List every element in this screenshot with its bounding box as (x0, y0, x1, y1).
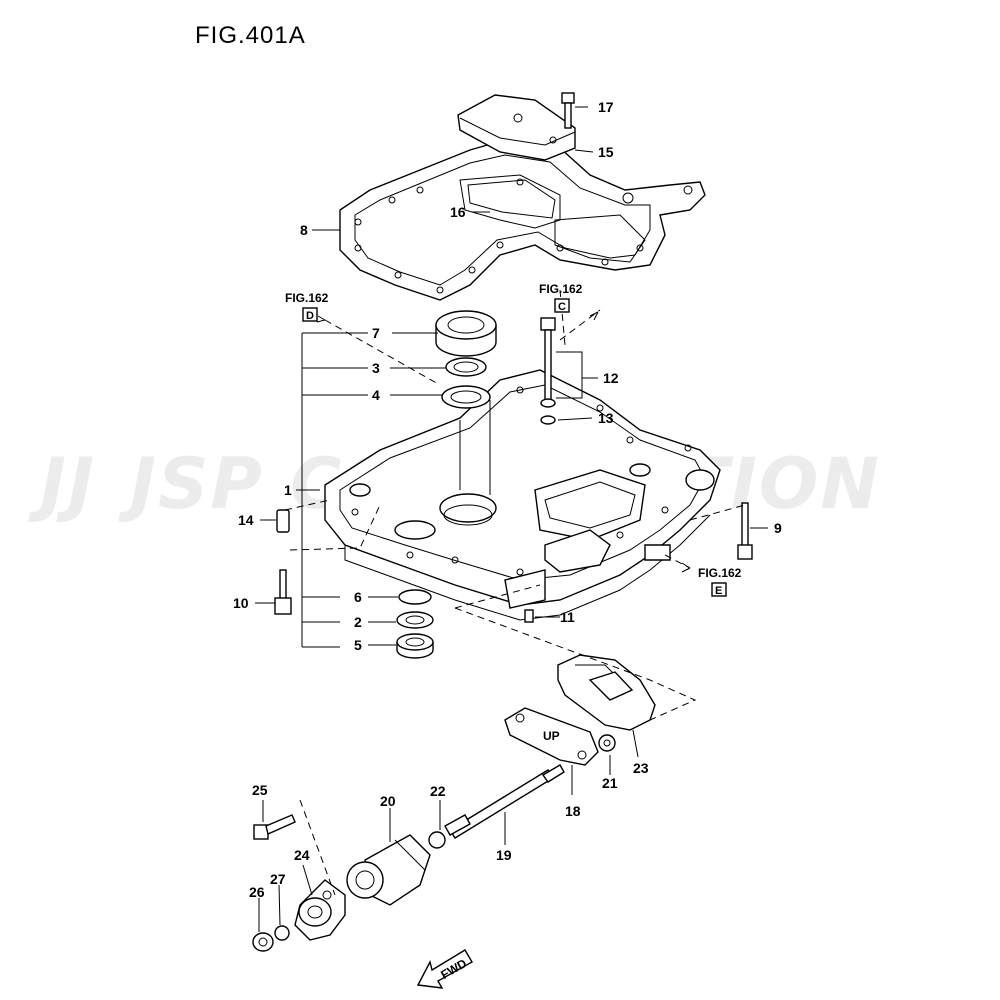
ref-e-box: E (715, 585, 722, 597)
leader-lines (255, 106, 768, 932)
bracket-part-23 (557, 654, 656, 731)
callout-2: 2 (354, 614, 362, 630)
ref-d-arrow (316, 315, 326, 323)
pin-part-11 (524, 609, 534, 623)
nut-part-26 (252, 932, 274, 952)
figure-title: FIG.401A (195, 22, 306, 49)
bolt-part-10 (274, 569, 292, 615)
ref-e-arrow (681, 562, 691, 573)
callout-19: 19 (496, 847, 512, 863)
callout-8: 8 (300, 222, 308, 238)
bearing-part-5 (396, 633, 434, 659)
callout-20: 20 (380, 793, 396, 809)
callout-16: 16 (450, 204, 466, 220)
dowel-pin-part-14 (276, 509, 290, 533)
callout-11: 11 (560, 609, 575, 625)
callout-7: 7 (372, 325, 380, 341)
ref-fig162-d: FIG.162 D (285, 291, 329, 322)
housing-bolt-holes (351, 386, 692, 576)
gasket-up-mark: UP (543, 729, 560, 743)
callout-6: 6 (354, 589, 362, 605)
seal-part-2 (396, 611, 434, 629)
nut-part-21 (598, 734, 616, 752)
housing-part-1 (324, 369, 721, 621)
watermark-logo: JJ (28, 443, 96, 525)
callout-9: 9 (774, 520, 782, 536)
seal-part-3 (445, 357, 487, 377)
callout-24: 24 (294, 847, 310, 863)
seal-part-6 (398, 589, 432, 605)
ref-c-box: C (558, 301, 566, 313)
ref-fig162-e: FIG.162 E (698, 566, 742, 597)
callout-labels: 17 15 16 8 7 3 4 12 13 1 14 9 10 6 2 5 1… (233, 99, 782, 900)
ref-d-box: D (306, 310, 314, 322)
ref-c-figure: FIG.162 (539, 282, 583, 296)
callout-17: 17 (598, 99, 614, 115)
gasket-part-16 (467, 179, 556, 219)
callout-22: 22 (430, 783, 446, 799)
callout-1: 1 (284, 482, 292, 498)
washer-part-22 (428, 831, 446, 849)
washer-part-13 (540, 398, 556, 425)
holder-part-24 (294, 879, 346, 941)
bolt-part-17 (561, 92, 575, 129)
ref-d-figure: FIG.162 (285, 291, 329, 305)
callout-10: 10 (233, 595, 249, 611)
callout-14: 14 (238, 512, 254, 528)
ref-fig162-c: FIG.162 C (539, 282, 583, 313)
forward-direction-arrow: FWD (416, 949, 473, 989)
callout-21: 21 (602, 775, 618, 791)
callout-25: 25 (252, 782, 268, 798)
callout-27: 27 (270, 871, 286, 887)
ref-e-figure: FIG.162 (698, 566, 742, 580)
callout-23: 23 (633, 760, 649, 776)
bearing-part-7 (435, 310, 497, 357)
cover-plate-part-15 (457, 94, 576, 161)
mount-part-20 (346, 834, 431, 906)
callout-5: 5 (354, 637, 362, 653)
bolt-part-9 (737, 502, 753, 560)
washer-part-27 (274, 925, 290, 941)
gasket-bolt-holes (354, 178, 693, 294)
callout-13: 13 (598, 410, 614, 426)
plate-part-18: UP (504, 707, 599, 766)
callout-4: 4 (372, 387, 380, 403)
callout-3: 3 (372, 360, 380, 376)
callout-12: 12 (603, 370, 619, 386)
ref-c-arrow (589, 311, 599, 321)
callout-26: 26 (249, 884, 265, 900)
bolt-part-25 (253, 814, 296, 840)
seal-part-4 (441, 385, 491, 409)
shaft-part-19 (444, 764, 565, 839)
callout-18: 18 (565, 803, 581, 819)
callout-15: 15 (598, 144, 614, 160)
